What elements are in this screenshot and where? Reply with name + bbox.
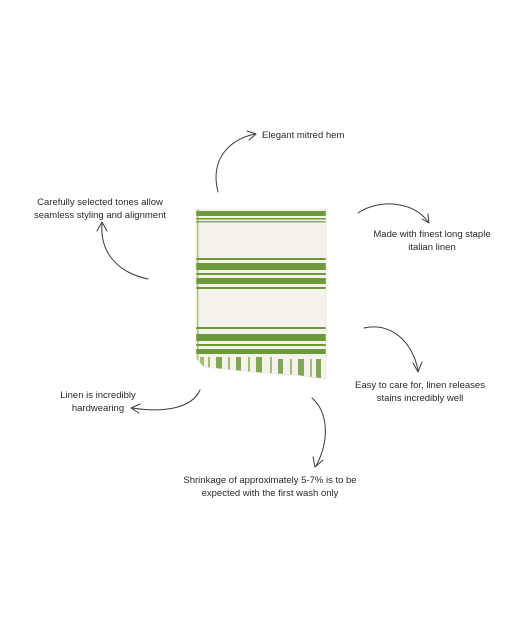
callout-text: Shrinkage of approximately 5-7% is to be	[183, 475, 357, 486]
arrow-tones	[96, 221, 149, 280]
callout-easy-care: Easy to care for, linen releases stains …	[345, 379, 495, 405]
callout-text: Elegant mitred hem	[262, 130, 345, 141]
arrow-mitred-hem	[215, 130, 257, 193]
callout-text: Made with finest long staple	[373, 229, 491, 240]
callout-shrinkage: Shrinkage of approximately 5-7% is to be…	[170, 474, 370, 500]
arrow-hardwearing	[130, 389, 201, 414]
callout-text: seamless styling and alignment	[33, 210, 166, 221]
callout-text: Easy to care for, linen releases	[355, 380, 485, 391]
callout-linen-quality: Made with finest long staple italian lin…	[362, 228, 502, 254]
callout-hardwearing: Linen is incredibly hardwearing	[48, 389, 148, 415]
callout-text: Linen is incredibly	[60, 390, 136, 401]
callout-text: Carefully selected tones allow	[37, 197, 163, 208]
callout-text: expected with the first wash only	[201, 488, 339, 499]
arrow-shrinkage	[311, 397, 326, 468]
arrow-easy-care	[363, 326, 423, 373]
callout-tones: Carefully selected tones allow seamless …	[30, 196, 170, 222]
callout-text: italian linen	[408, 242, 456, 253]
callout-text: stains incredibly well	[376, 393, 464, 404]
arrow-linen-quality	[357, 203, 430, 224]
callout-mitred-hem: Elegant mitred hem	[262, 129, 344, 142]
callout-text: hardwearing	[71, 403, 125, 414]
linen-napkin-image	[192, 209, 327, 380]
